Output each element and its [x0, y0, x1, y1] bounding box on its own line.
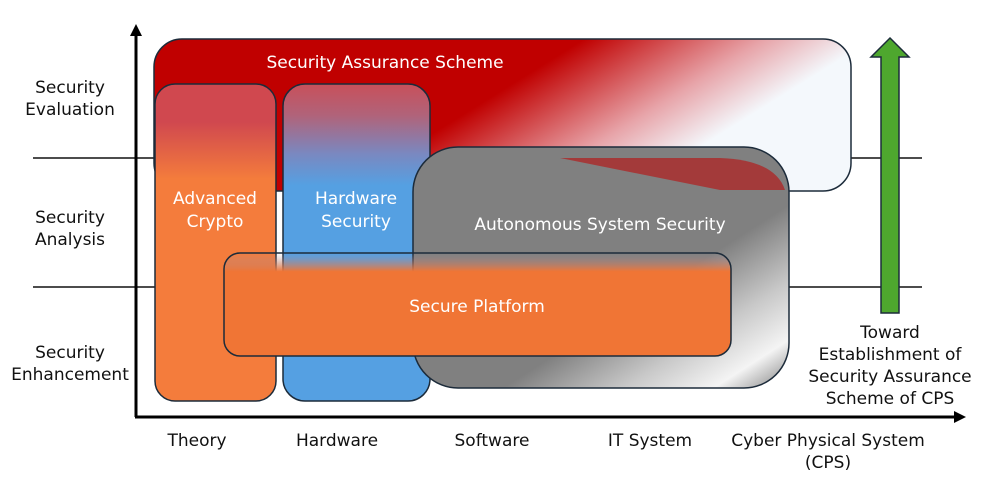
category-hardware: Hardware — [296, 431, 378, 451]
goal-text-line2: Establishment of — [819, 345, 963, 365]
assurance-overlay-fade — [560, 158, 785, 190]
category-it-system: IT System — [608, 431, 692, 451]
x-axis-arrowhead-icon — [954, 411, 966, 423]
crypto-label-line2: Crypto — [187, 212, 244, 232]
category-theory: Theory — [166, 431, 226, 451]
secure-platform-box — [223, 252, 732, 357]
goal-text-line3: Security Assurance — [808, 367, 971, 387]
hardware-label-line1: Hardware — [315, 189, 397, 209]
platform-label: Secure Platform — [409, 297, 545, 317]
level-evaluation-line1: Security — [35, 78, 105, 98]
category-cps-line1: Cyber Physical System — [731, 431, 925, 451]
hardware-label-line2: Security — [321, 212, 391, 232]
level-analysis-line2: Analysis — [35, 230, 105, 250]
level-enhancement-line2: Enhancement — [11, 365, 129, 385]
assurance-label: Security Assurance Scheme — [266, 53, 503, 73]
level-analysis-line1: Security — [35, 208, 105, 228]
crypto-label-line1: Advanced — [173, 189, 257, 209]
y-axis-arrowhead-icon — [130, 24, 142, 36]
goal-arrow-icon — [869, 36, 911, 314]
autonomous-label: Autonomous System Security — [474, 215, 725, 235]
category-cps-line2: (CPS) — [805, 453, 851, 473]
goal-text-line1: Toward — [859, 323, 920, 343]
category-software: Software — [455, 431, 530, 451]
level-evaluation-line2: Evaluation — [25, 100, 115, 120]
goal-text-line4: Scheme of CPS — [826, 389, 955, 409]
level-enhancement-line1: Security — [35, 343, 105, 363]
